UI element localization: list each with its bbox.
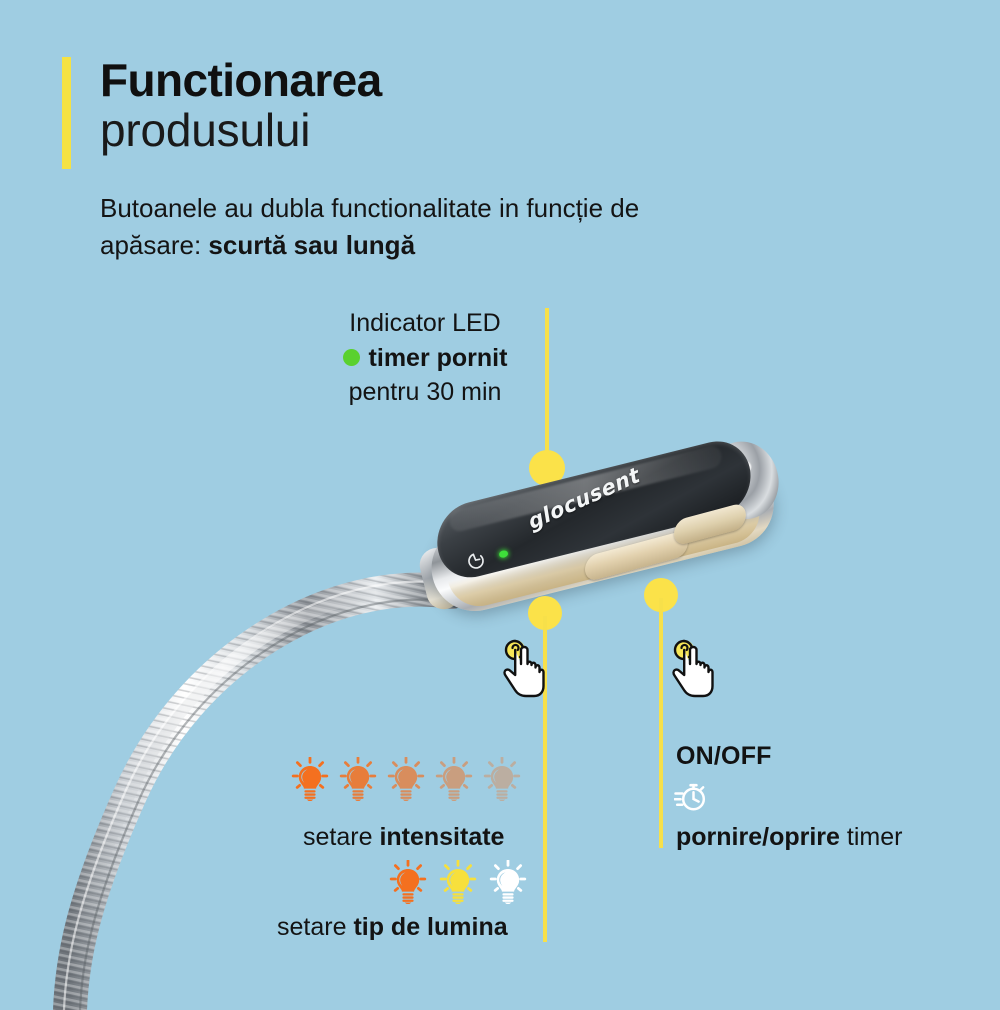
led-callout-line-3: pentru 30 min bbox=[348, 378, 502, 406]
title-accent-bar bbox=[62, 57, 71, 169]
intensity-caption: setare intensitate bbox=[303, 822, 504, 852]
timer-caption-bold: pornire/oprire bbox=[676, 823, 840, 851]
connector-line-led bbox=[545, 308, 549, 458]
subtitle-line-2-bold: scurtă sau lungă bbox=[208, 229, 416, 260]
page-subtitle: Butoanele au dubla functionalitate in fu… bbox=[100, 190, 740, 264]
timer-caption: pornire/oprire timer bbox=[676, 822, 902, 852]
bulb-warm bbox=[389, 860, 427, 904]
reading-light-device: glocusent bbox=[404, 413, 803, 663]
bulb-level-3 bbox=[387, 757, 425, 801]
gooseneck-svg bbox=[53, 572, 469, 1010]
intensity-bulb-row bbox=[290, 757, 522, 801]
title-line-1: Functionarea bbox=[100, 54, 382, 106]
bulb-level-4 bbox=[339, 757, 377, 801]
connector-line-left bbox=[543, 616, 547, 942]
onoff-label: ON/OFF bbox=[676, 742, 772, 770]
stopwatch-icon bbox=[674, 783, 706, 811]
led-callout-line-2: timer pornit bbox=[300, 341, 550, 376]
led-callout-line-2-label: timer pornit bbox=[368, 343, 508, 372]
page-title: Functionarea produsului bbox=[100, 54, 720, 157]
gooseneck-arm bbox=[0, 540, 470, 1010]
timer-icon bbox=[468, 553, 484, 569]
tap-hand-icon-left bbox=[503, 639, 545, 698]
bulb-level-2 bbox=[435, 757, 473, 801]
subtitle-line-1: Butoanele au dubla functionalitate in fu… bbox=[100, 193, 640, 223]
bulb-neutral bbox=[439, 860, 477, 904]
subtitle-line-2-prefix: apăsare: bbox=[100, 229, 209, 260]
intensity-caption-bold: intensitate bbox=[379, 823, 505, 851]
green-dot-icon bbox=[342, 349, 360, 367]
bulb-cool bbox=[489, 860, 527, 904]
connector-line-right bbox=[659, 598, 663, 848]
led-callout: Indicator LED timer pornit pentru 30 min bbox=[300, 306, 550, 410]
led-callout-line-1: Indicator LED bbox=[349, 309, 501, 337]
timer-caption-suffix: timer bbox=[839, 823, 903, 851]
light-type-caption: setare tip de lumina bbox=[277, 912, 508, 942]
bulb-level-1 bbox=[483, 757, 521, 801]
title-line-2: produsului bbox=[100, 104, 311, 157]
intensity-caption-prefix: setare bbox=[303, 823, 380, 851]
tap-hand-icon-right bbox=[672, 639, 714, 698]
light-type-caption-prefix: setare bbox=[277, 913, 354, 941]
light-type-caption-bold: tip de lumina bbox=[353, 913, 508, 941]
bulb-level-5 bbox=[291, 757, 329, 801]
light-type-bulb-row bbox=[388, 860, 528, 904]
